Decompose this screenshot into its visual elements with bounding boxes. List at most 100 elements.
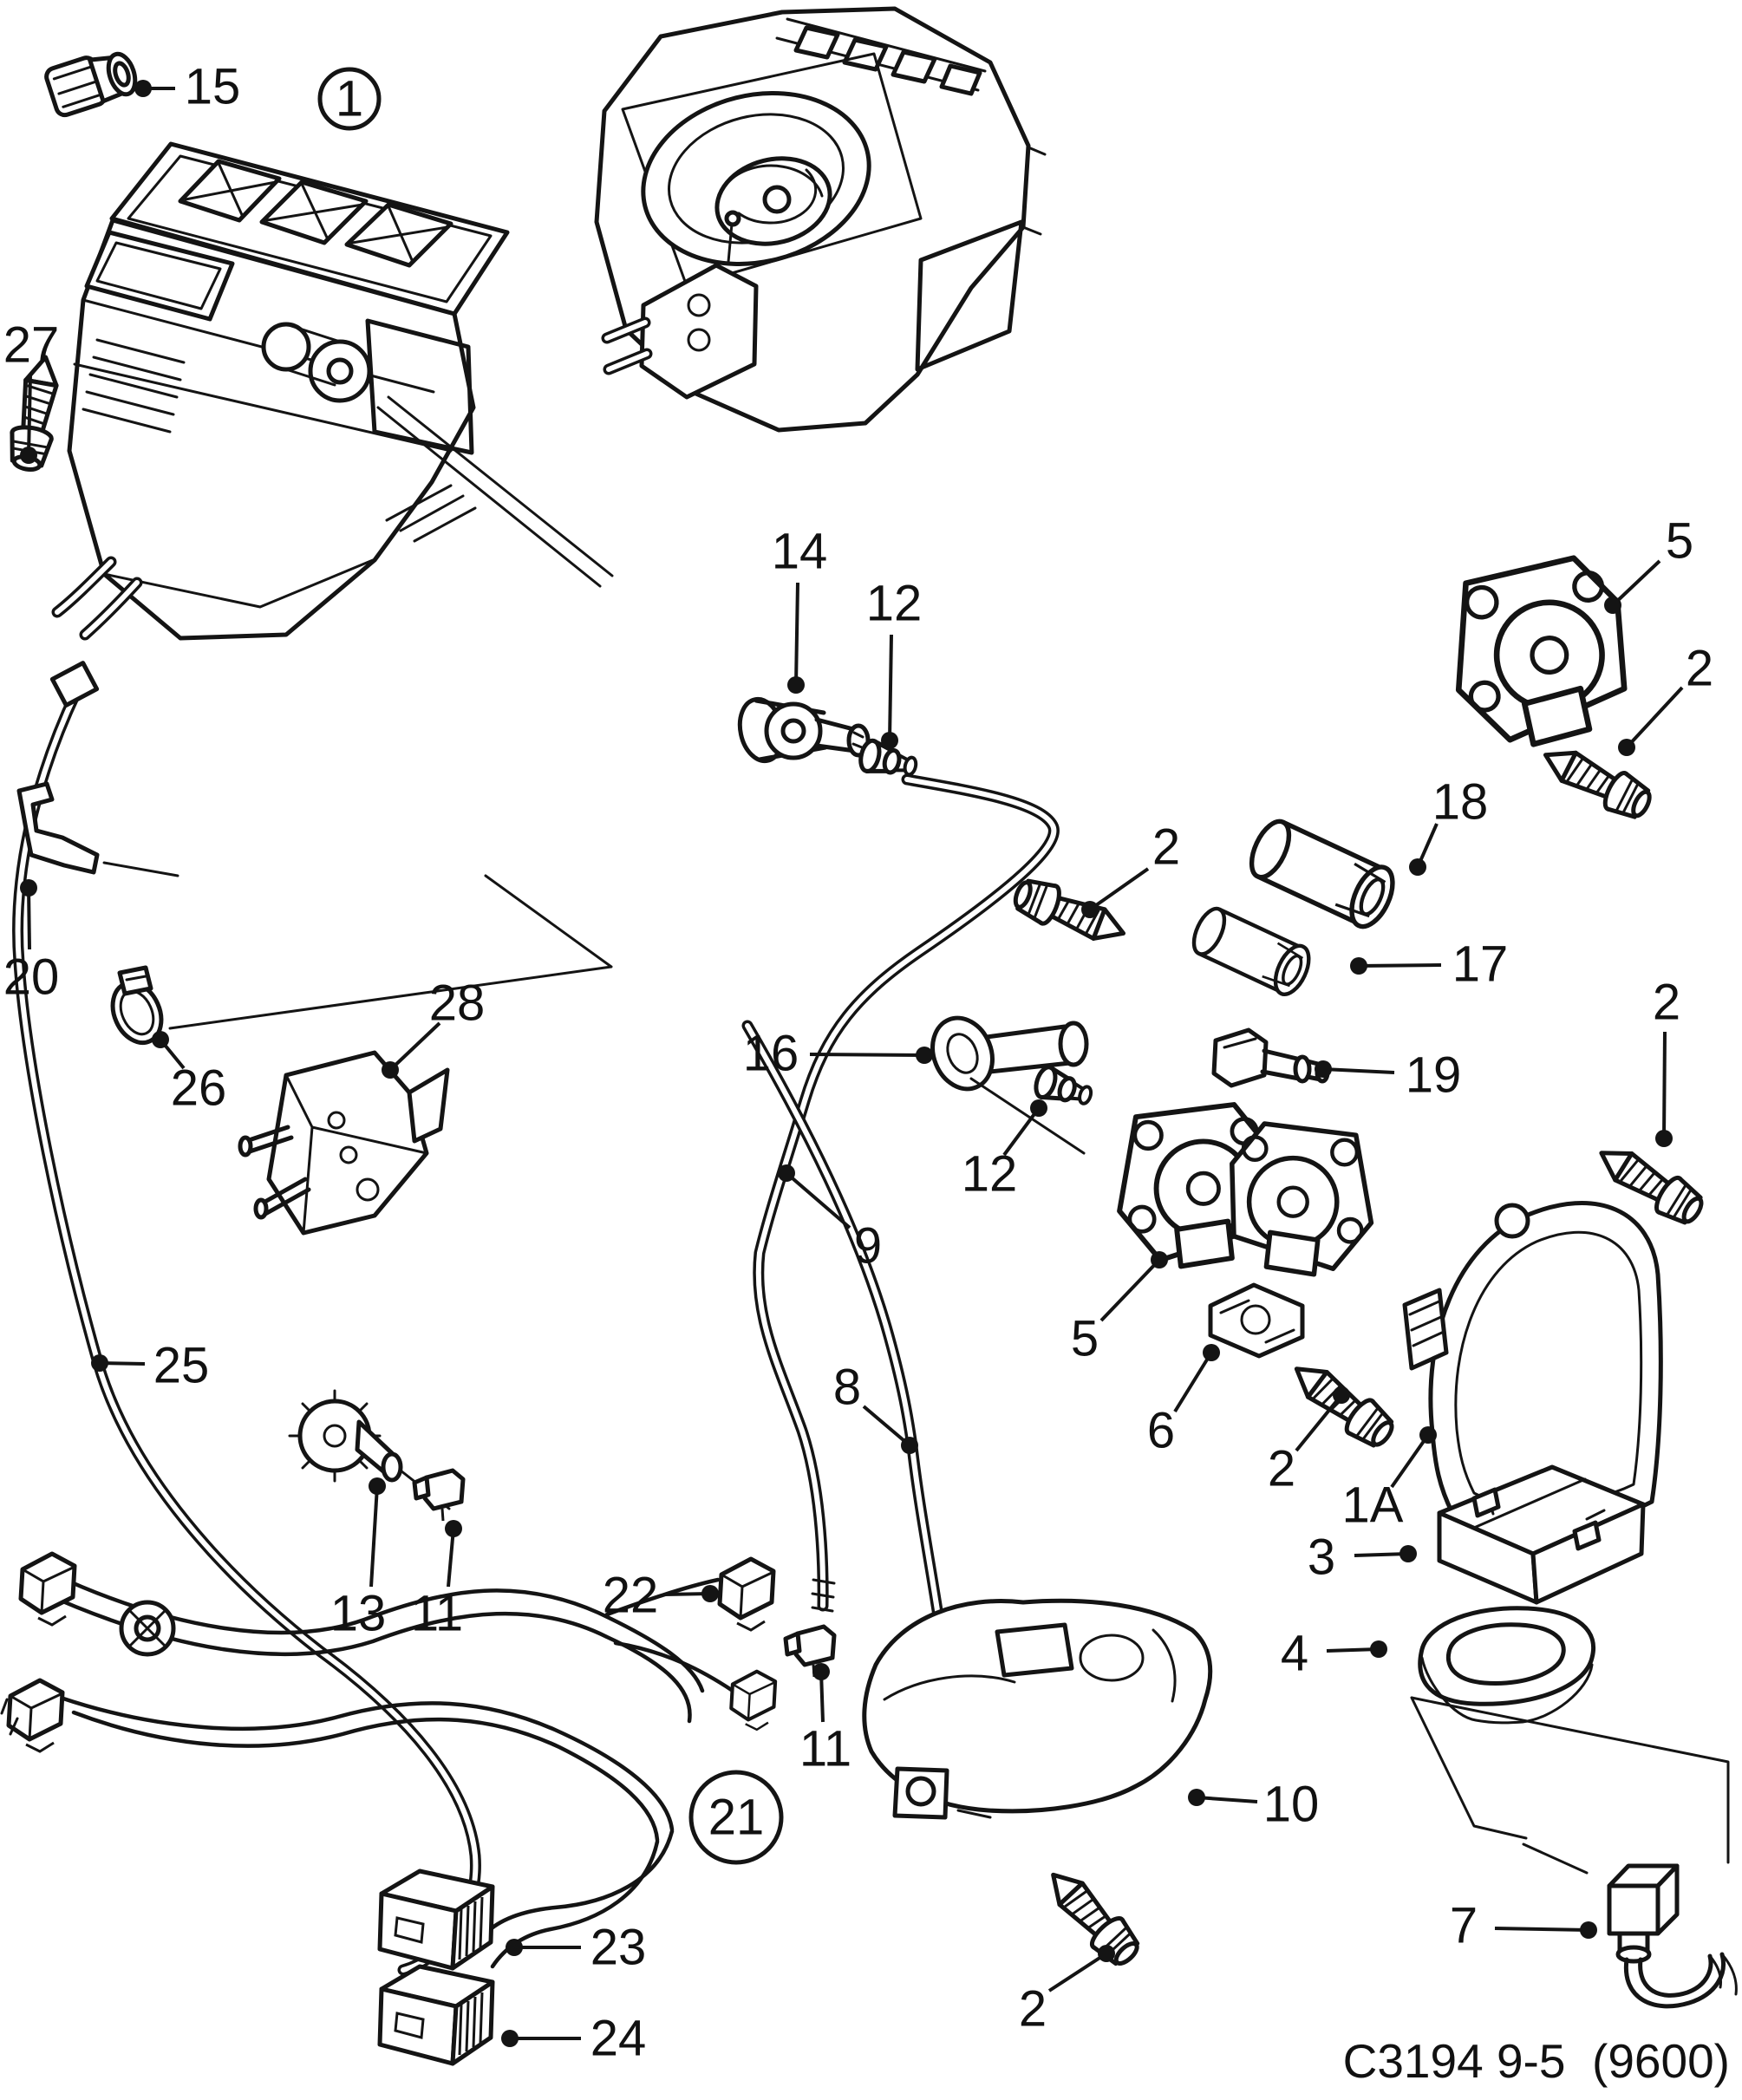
callout-leader-17 [1358,963,1442,968]
callout-label-2: 2 [1152,819,1180,876]
part-28-pipe-bracket [238,1050,450,1236]
callout-dot-10 [1188,1789,1205,1806]
callout-dot-2 [1655,1130,1673,1147]
view-circle-21 [688,1770,784,1865]
callout-label-19: 19 [1406,1047,1462,1104]
callout-dot-2 [1618,739,1635,756]
callout-dot-2 [1333,1386,1350,1404]
callout-label-27: 27 [3,317,60,374]
callout-label-16: 16 [743,1026,799,1082]
callout-leader-2 [1088,867,1150,911]
callout-dot-11 [445,1520,462,1537]
callout-label-20: 20 [3,949,60,1006]
callout-label-12: 12 [962,1146,1018,1203]
callout-label-4: 4 [1281,1626,1308,1682]
callout-dot-5 [1604,597,1621,614]
part-3-frame [1437,1464,1646,1605]
callout-label-6: 6 [1147,1403,1175,1459]
callout-label-1A: 1A [1342,1477,1404,1534]
callout-leader-6 [1173,1351,1213,1413]
callout-dot-26 [152,1031,169,1048]
callout-label-7: 7 [1450,1898,1478,1954]
callout-dot-25 [91,1354,108,1372]
callout-dot-18 [1409,858,1426,876]
callout-dot-24 [501,2030,519,2047]
callout-dot-8 [901,1437,918,1454]
view-label-21: 21 [708,1790,765,1846]
callout-leader-9 [785,1171,851,1229]
callout-label-13: 13 [330,1586,387,1642]
drawing-code: C3194 9-5 (9600) [1343,2034,1730,2088]
part-23-connector [380,1871,493,1968]
harness-end-connector [21,1554,75,1625]
callout-dot-11 [812,1663,830,1680]
callout-leader-14 [794,582,799,686]
part-6-clamp-bracket [1208,1282,1305,1359]
part-22-connector [720,1559,773,1630]
part-2-screw [1039,1862,1145,1972]
temperature-sensor-cable [12,661,481,1976]
heater-unit-blower-view [594,6,1047,433]
callout-layer: 1527141221817192521612985621A34102722111… [3,59,1713,2067]
part-4-seal-ring [1418,1606,1595,1725]
part-18-sleeve [1243,814,1401,933]
callout-label-23: 23 [590,1920,647,1976]
callout-label-24: 24 [590,2011,647,2067]
part-10-cover-shield [862,1598,1213,1820]
callout-label-26: 26 [171,1060,227,1117]
callout-leader-12 [888,634,893,741]
callout-leader-28 [388,1021,441,1072]
servo-motor-rear [1232,1124,1372,1275]
callout-dot-2 [1098,1945,1115,1962]
heater-unit-main-view [51,141,614,641]
connector-small [731,1672,775,1730]
callout-leader-1A [1390,1433,1430,1489]
callout-dot-6 [1203,1344,1220,1361]
callout-dot-14 [787,676,805,694]
callout-dot-1A [1419,1426,1437,1444]
heater-pipe-9 [753,773,1060,1613]
callout-leader-3 [1354,1552,1409,1557]
callout-leader-16 [809,1053,925,1057]
part-15-sensor [44,51,138,118]
callout-leader-19 [1322,1067,1395,1074]
callout-dot-7 [1580,1921,1597,1939]
view-circle-1 [317,67,382,131]
callout-leader-5 [1099,1258,1161,1322]
callout-dot-17 [1350,957,1367,975]
callout-leader-2 [1047,1952,1108,1992]
callout-leader-27 [27,374,32,456]
callout-leader-4 [1326,1647,1380,1653]
callout-label-2: 2 [1268,1441,1295,1497]
callout-dot-27 [20,447,37,464]
callout-dot-20 [20,879,37,897]
callout-dot-12 [881,732,898,749]
callout-leader-8 [862,1405,911,1447]
part-24-connector [380,1966,493,2064]
wiring-harness [0,1554,735,1969]
callout-leader-13 [369,1485,379,1588]
callout-dot-9 [778,1164,795,1182]
callout-leader-2 [1662,1031,1667,1139]
part-7-connector-cable [1607,1863,1738,2009]
part-11-clip [414,1471,463,1521]
callout-label-18: 18 [1432,774,1489,831]
part-2-screw [1536,737,1656,824]
part-1A-housing-cover [1402,1201,1663,1543]
callout-label-22: 22 [603,1568,659,1624]
callout-label-2: 2 [1019,1981,1047,2038]
callout-dot-3 [1399,1545,1417,1562]
callout-label-2: 2 [1653,975,1680,1031]
callout-dot-5 [1151,1251,1168,1268]
callout-label-11: 11 [411,1586,463,1642]
callout-label-8: 8 [833,1360,861,1416]
callout-label-14: 14 [772,524,828,580]
callout-dot-23 [506,1939,523,1956]
callout-leader-2 [1625,686,1684,749]
callout-leader-5 [1611,559,1661,607]
callout-label-12: 12 [866,576,923,632]
callout-label-15: 15 [185,59,241,115]
part-2-screw [1010,874,1131,952]
